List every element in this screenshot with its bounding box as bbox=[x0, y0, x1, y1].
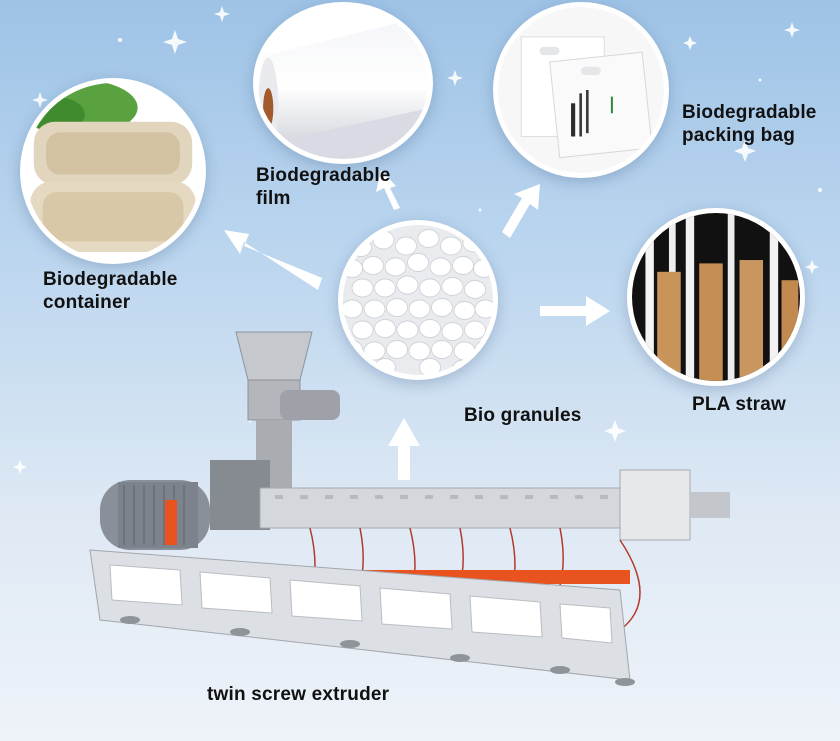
label-twin-screw-extruder: twin screw extruder bbox=[207, 684, 390, 705]
label-biodegradable-packing-bag: Biodegradable packing bag bbox=[682, 102, 817, 146]
granules-image bbox=[338, 220, 498, 380]
arrow-to-film bbox=[376, 170, 400, 210]
bag-image bbox=[493, 2, 669, 178]
arrow-to-bag bbox=[502, 184, 540, 238]
label-bio-granules: Bio granules bbox=[464, 405, 582, 426]
label-biodegradable-container: Biodegradable container bbox=[43, 269, 178, 313]
arrow-from-extruder bbox=[388, 418, 420, 480]
label-biodegradable-film: Biodegradable film bbox=[256, 165, 391, 209]
twin-screw-extruder-image bbox=[89, 331, 730, 686]
label-pla-straw: PLA straw bbox=[692, 394, 787, 415]
arrow-to-container bbox=[224, 230, 322, 290]
container-image bbox=[20, 78, 206, 264]
film-image bbox=[253, 2, 433, 164]
arrow-to-straw bbox=[540, 296, 610, 326]
straw-image bbox=[627, 208, 805, 386]
